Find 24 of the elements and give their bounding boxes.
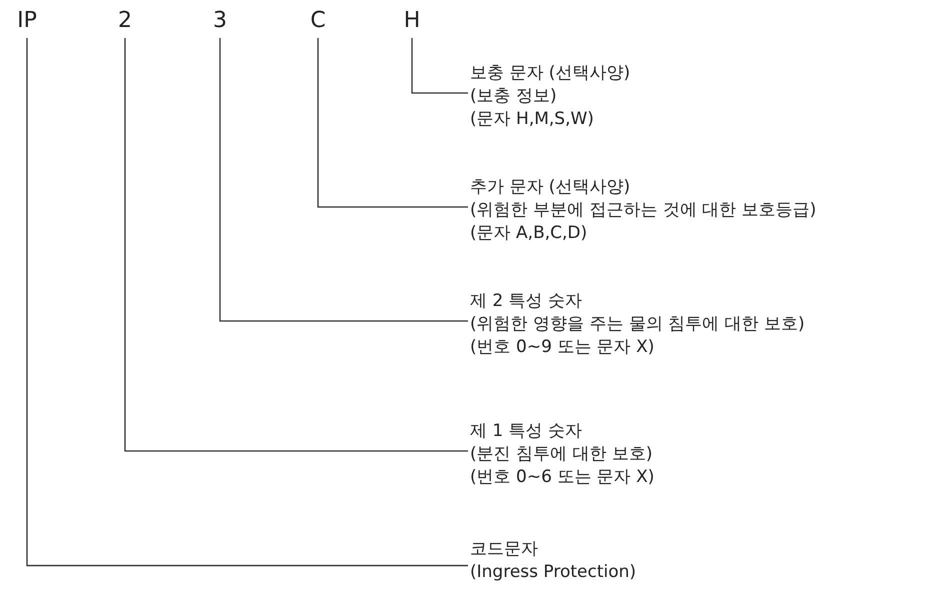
heading-text: 제 2 특성 숫자 [470,290,582,313]
leader-line [317,38,468,208]
note-text: (문자 H,M,S,W) [470,108,594,131]
leader-line [219,38,468,322]
code-letter: C [306,8,330,34]
heading-text: 추가 문자 (선택사양) [470,176,630,199]
note-text: (번호 0~9 또는 문자 X) [470,336,654,359]
note-text: (번호 0~6 또는 문자 X) [470,466,654,489]
leader-line [411,38,468,94]
note-text: (문자 A,B,C,D) [470,222,588,245]
code-letter: IP [7,8,47,34]
note-text: (분진 침투에 대한 보호) [470,443,652,466]
heading-text: 코드문자 [470,538,538,561]
code-letter: 2 [113,8,137,34]
heading-text: 제 1 특성 숫자 [470,420,582,443]
code-letter: 3 [208,8,232,34]
heading-text: 보충 문자 (선택사양) [470,62,630,85]
leader-line [26,38,468,566]
note-text: (보충 정보) [470,85,557,108]
code-letter: H [400,8,424,34]
note-text: (위험한 영향을 주는 물의 침투에 대한 보호) [470,313,805,336]
note-text: (Ingress Protection) [470,561,636,584]
note-text: (위험한 부분에 접근하는 것에 대한 보호등급) [470,199,816,222]
leader-line [124,38,468,452]
